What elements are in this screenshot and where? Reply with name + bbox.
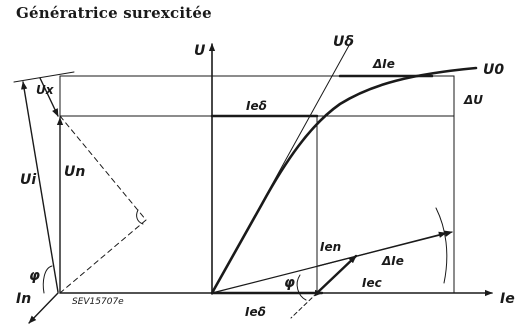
delta-ie-top-label: ΔIe — [372, 57, 395, 71]
top-tilted-line — [13, 71, 75, 83]
phi-left-label: φ — [29, 268, 40, 284]
diagram-title: Génératrice surexcitée — [16, 4, 212, 22]
un-label: Un — [64, 164, 85, 180]
in-vector — [28, 292, 59, 324]
delta-ie-bottom-vector — [317, 231, 447, 267]
ui-vector — [21, 81, 59, 293]
iec-vector — [315, 254, 358, 295]
delta-ie-bottom-label: ΔIe — [381, 254, 404, 268]
right-angle-marker — [136, 209, 144, 225]
delta-u-label: ΔU — [463, 93, 483, 107]
ie-axis-label: Ie — [500, 291, 515, 307]
ie-delta-top-label: Ieδ — [246, 99, 267, 113]
u-axis-label: U — [194, 43, 206, 59]
u-delta-label: Uδ — [333, 34, 354, 50]
dashed-triangle — [59, 115, 147, 294]
ux-vector — [39, 77, 59, 117]
iec-label: Iec — [362, 276, 382, 290]
in-label: In — [16, 291, 31, 307]
phi-arc-bottom — [296, 274, 307, 301]
phi-arc-left — [42, 265, 53, 294]
ui-label: Ui — [20, 172, 36, 188]
ien-label: Ien — [320, 240, 341, 254]
ux-label: Ux — [36, 83, 55, 97]
figure-code-label: SEV15707e — [72, 297, 124, 307]
phi-bottom-label: φ — [284, 275, 295, 291]
dashed-extension — [290, 292, 318, 319]
u-zero-label: U0 — [483, 62, 504, 78]
ie-delta-bottom-label: Ieδ — [245, 305, 266, 319]
right-small-arc — [435, 207, 448, 284]
